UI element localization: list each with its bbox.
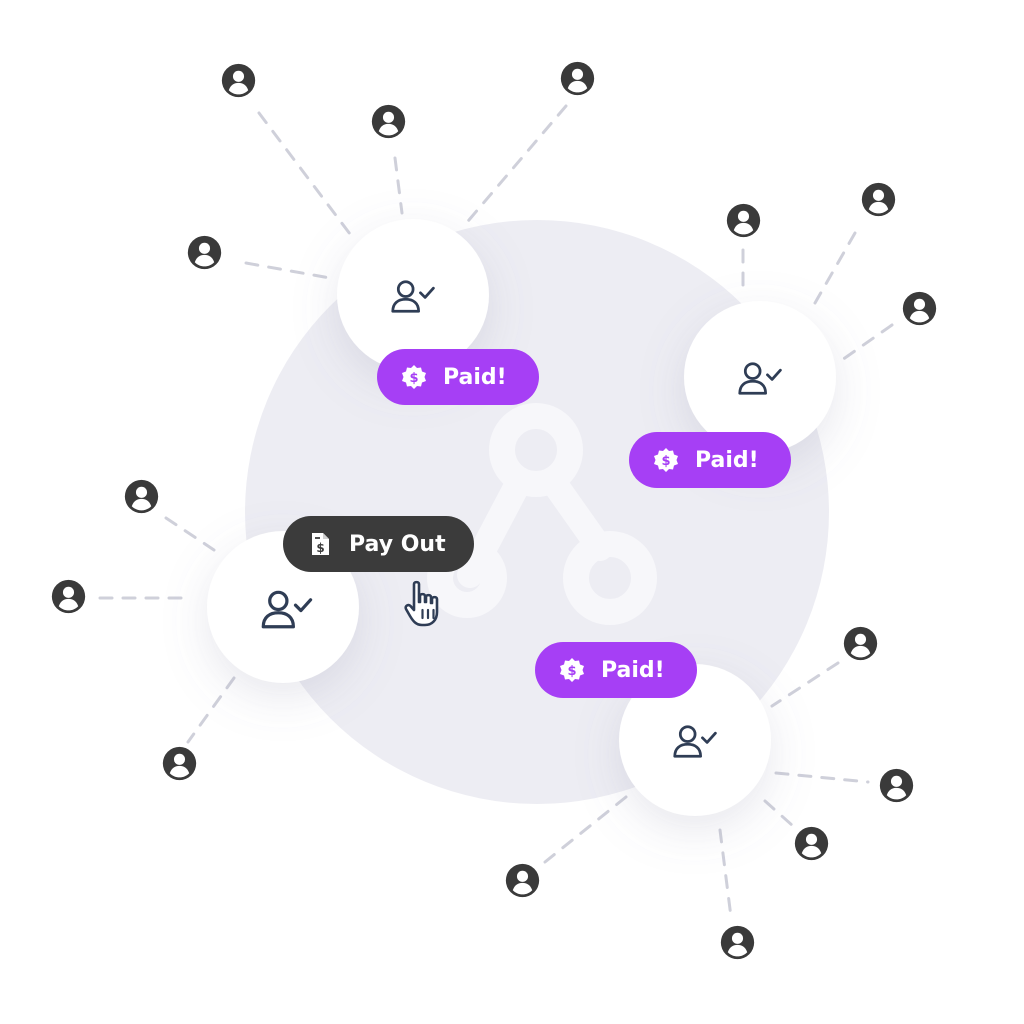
svg-text:$: $ — [316, 541, 324, 555]
invoice-dollar-icon: $ — [312, 533, 329, 555]
user-avatar-icon — [902, 291, 937, 326]
pay-out-button[interactable]: $ Pay Out — [283, 516, 474, 572]
user-avatar-icon — [162, 746, 197, 781]
paid-label: Paid! — [601, 657, 665, 683]
user-avatar-icon — [726, 203, 761, 238]
pay-out-label: Pay Out — [349, 531, 446, 557]
dollar-badge-icon: $ — [402, 365, 426, 389]
user-avatar-icon — [124, 479, 159, 514]
user-avatar-icon — [861, 182, 896, 217]
connector — [393, 156, 404, 215]
connector — [257, 111, 355, 240]
connector — [461, 104, 568, 229]
user-avatar-icon — [371, 104, 406, 139]
svg-text:$: $ — [567, 664, 576, 679]
connector — [186, 676, 236, 744]
connector — [244, 261, 332, 280]
user-avatar-icon — [505, 863, 540, 898]
connector — [718, 828, 733, 919]
user-avatar-icon — [187, 235, 222, 270]
user-avatar-icon — [221, 63, 256, 98]
hub-node — [684, 301, 836, 453]
connector — [164, 516, 216, 552]
connector — [543, 795, 628, 864]
connector — [840, 323, 894, 362]
user-avatar-icon — [843, 626, 878, 661]
user-avatar-icon — [720, 925, 755, 960]
user-avatar-icon — [794, 826, 829, 861]
paid-badge: $ Paid! — [629, 432, 791, 488]
hub-node — [337, 219, 489, 371]
dollar-badge-icon: $ — [560, 658, 584, 682]
paid-label: Paid! — [695, 447, 759, 473]
connector — [813, 231, 857, 305]
user-avatar-icon — [560, 61, 595, 96]
paid-label: Paid! — [443, 364, 507, 390]
connector — [770, 661, 840, 708]
dollar-badge-icon: $ — [654, 448, 678, 472]
paid-badge: $ Paid! — [535, 642, 697, 698]
hand-pointer-icon — [404, 580, 439, 627]
connection-lines — [98, 104, 894, 919]
user-avatar-icon — [51, 579, 86, 614]
svg-text:$: $ — [661, 454, 670, 469]
connector — [774, 771, 870, 784]
user-avatar-icon — [879, 768, 914, 803]
hub-node — [619, 664, 771, 816]
paid-badge: $ Paid! — [377, 349, 539, 405]
connector — [763, 799, 795, 828]
svg-text:$: $ — [409, 371, 418, 386]
